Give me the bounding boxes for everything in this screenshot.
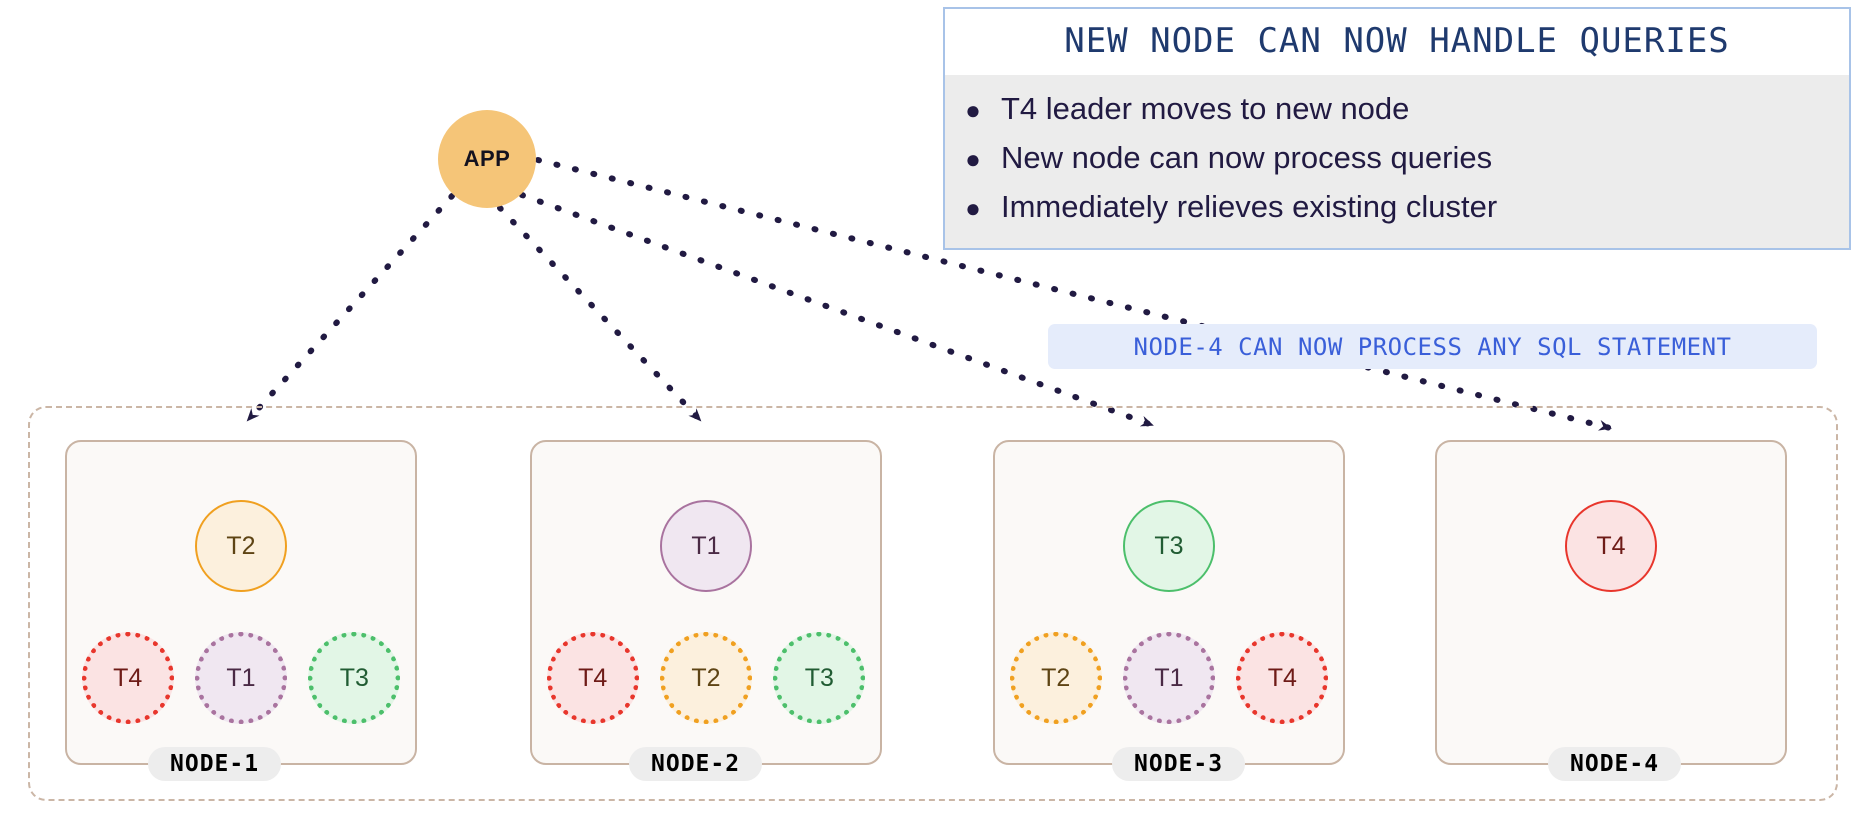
app-node[interactable]: APP bbox=[438, 110, 536, 208]
callout-panel: NEW NODE CAN NOW HANDLE QUERIES ● T4 lea… bbox=[943, 7, 1851, 250]
replica-tablet[interactable]: T3 bbox=[308, 632, 401, 724]
node-box-1[interactable]: T2 T4 T1 T3 bbox=[65, 440, 417, 765]
leader-tablet-label: T2 bbox=[226, 531, 256, 560]
sql-statement-banner-text: NODE-4 CAN NOW PROCESS ANY SQL STATEMENT bbox=[1133, 332, 1732, 361]
callout-list-item: ● New node can now process queries bbox=[945, 134, 1849, 183]
sql-statement-banner: NODE-4 CAN NOW PROCESS ANY SQL STATEMENT bbox=[1048, 324, 1817, 369]
replica-tablet[interactable]: T1 bbox=[1122, 632, 1215, 724]
bullet-icon: ● bbox=[965, 192, 981, 223]
callout-body: ● T4 leader moves to new node ● New node… bbox=[945, 75, 1849, 248]
replica-tablet[interactable]: T4 bbox=[81, 632, 174, 724]
node-label-text: NODE-3 bbox=[1134, 751, 1224, 777]
node-label-4: NODE-4 bbox=[1548, 747, 1682, 781]
callout-title: NEW NODE CAN NOW HANDLE QUERIES bbox=[945, 9, 1849, 75]
replica-tablet-label: T4 bbox=[113, 663, 143, 692]
replica-tablet-label: T3 bbox=[339, 663, 369, 692]
cluster-boundary bbox=[28, 406, 1838, 801]
leader-tablet-label: T3 bbox=[1154, 531, 1184, 560]
leader-tablet-node-3[interactable]: T3 bbox=[1123, 500, 1215, 592]
callout-item-text: New node can now process queries bbox=[1001, 139, 1493, 175]
callout-list-item: ● Immediately relieves existing cluster bbox=[945, 183, 1849, 232]
replica-row-node-2: T4 T2 T3 bbox=[532, 632, 880, 724]
replica-tablet[interactable]: T2 bbox=[659, 632, 752, 724]
replica-tablet-label: T4 bbox=[1267, 663, 1297, 692]
app-node-label: APP bbox=[463, 146, 511, 171]
leader-tablet-node-4[interactable]: T4 bbox=[1565, 500, 1657, 592]
replica-tablet[interactable]: T1 bbox=[194, 632, 287, 724]
leader-tablet-label: T4 bbox=[1596, 531, 1626, 560]
bullet-icon: ● bbox=[965, 95, 981, 125]
replica-row-node-3: T2 T1 T4 bbox=[995, 632, 1343, 724]
node-label-3: NODE-3 bbox=[1112, 747, 1246, 781]
node-label-text: NODE-4 bbox=[1570, 751, 1660, 777]
replica-tablet-label: T4 bbox=[578, 663, 608, 692]
bullet-icon: ● bbox=[965, 143, 981, 174]
leader-tablet-label: T1 bbox=[691, 531, 721, 560]
node-label-1: NODE-1 bbox=[148, 747, 282, 781]
node-label-text: NODE-1 bbox=[170, 751, 260, 777]
node-box-3[interactable]: T3 T2 T1 T4 bbox=[993, 440, 1345, 765]
node-label-2: NODE-2 bbox=[629, 747, 763, 781]
replica-tablet[interactable]: T2 bbox=[1009, 632, 1102, 724]
leader-tablet-node-1[interactable]: T2 bbox=[195, 500, 287, 592]
replica-row-node-1: T4 T1 T3 bbox=[67, 632, 415, 724]
callout-item-text: Immediately relieves existing cluster bbox=[1001, 188, 1498, 224]
replica-tablet-label: T1 bbox=[226, 663, 256, 692]
node-box-2[interactable]: T1 T4 T2 T3 bbox=[530, 440, 882, 765]
leader-tablet-node-2[interactable]: T1 bbox=[660, 500, 752, 592]
replica-tablet[interactable]: T4 bbox=[1236, 632, 1329, 724]
replica-tablet[interactable]: T3 bbox=[773, 632, 866, 724]
node-label-text: NODE-2 bbox=[651, 751, 741, 777]
arrow-app-to-node-1 bbox=[245, 193, 455, 423]
replica-tablet-label: T1 bbox=[1154, 663, 1184, 692]
arrow-app-to-node-2 bbox=[497, 205, 703, 423]
replica-tablet[interactable]: T4 bbox=[546, 632, 639, 724]
callout-item-text: T4 leader moves to new node bbox=[1001, 91, 1410, 126]
replica-tablet-label: T2 bbox=[1041, 663, 1071, 692]
replica-tablet-label: T3 bbox=[804, 663, 834, 692]
replica-tablet-label: T2 bbox=[691, 663, 721, 692]
node-box-4[interactable]: T4 bbox=[1435, 440, 1787, 765]
callout-list-item: ● T4 leader moves to new node bbox=[945, 85, 1849, 134]
